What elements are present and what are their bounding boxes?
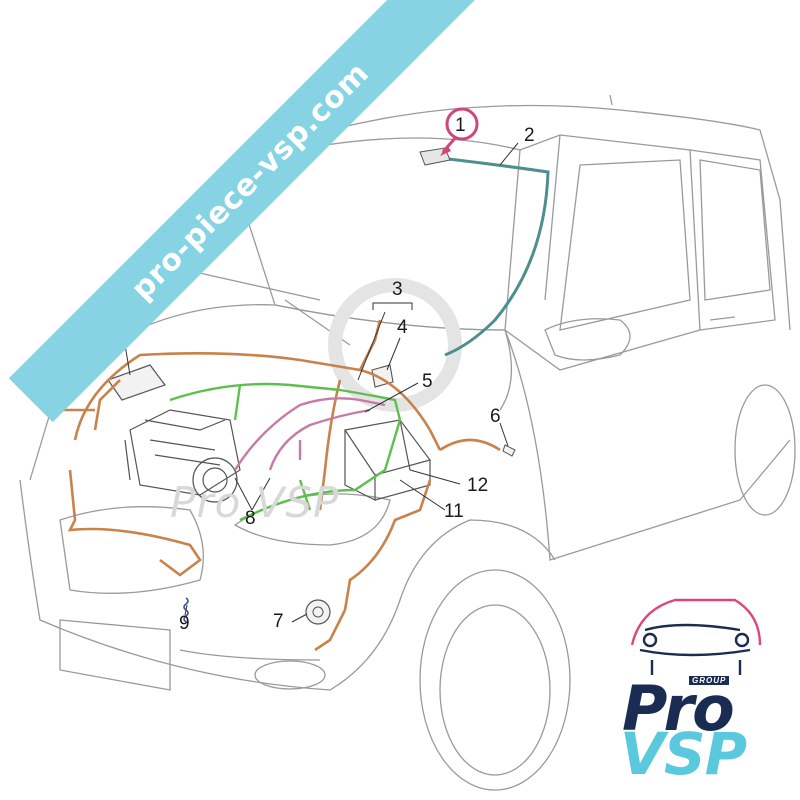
battery [343, 419, 432, 501]
logo-vsp-text: VSP [620, 720, 747, 788]
watermark-ring [328, 278, 462, 412]
callout-11: 11 [444, 501, 464, 522]
engine-block [124, 409, 241, 503]
harness-orange [60, 319, 501, 652]
callout-2: 2 [524, 125, 535, 146]
callout-3: 3 [392, 279, 403, 300]
callout-8: 8 [245, 508, 256, 529]
callout-4: 4 [397, 317, 408, 338]
car-outline [19, 94, 796, 791]
callout-12: 12 [467, 475, 489, 496]
callout-7: 7 [273, 611, 284, 632]
logo-group-label: GROUP [689, 676, 730, 685]
watermark-text: Pro VSP [170, 478, 340, 527]
callout-5: 5 [422, 371, 433, 392]
harness-green [169, 382, 402, 522]
callout-6: 6 [490, 406, 501, 427]
callout-1: 1 [455, 115, 466, 136]
highlight-ring [445, 107, 479, 141]
logo-car-outline [630, 598, 762, 675]
highlight-arrowhead [440, 145, 451, 156]
ecu-module [107, 364, 166, 401]
leader-lines [118, 142, 519, 623]
callout-9: 9 [179, 613, 190, 634]
horn [305, 599, 331, 625]
logo-pro-text: Pro [622, 672, 735, 745]
harness-pink [233, 397, 386, 471]
sensor [502, 444, 516, 457]
roof-cable [439, 156, 550, 357]
